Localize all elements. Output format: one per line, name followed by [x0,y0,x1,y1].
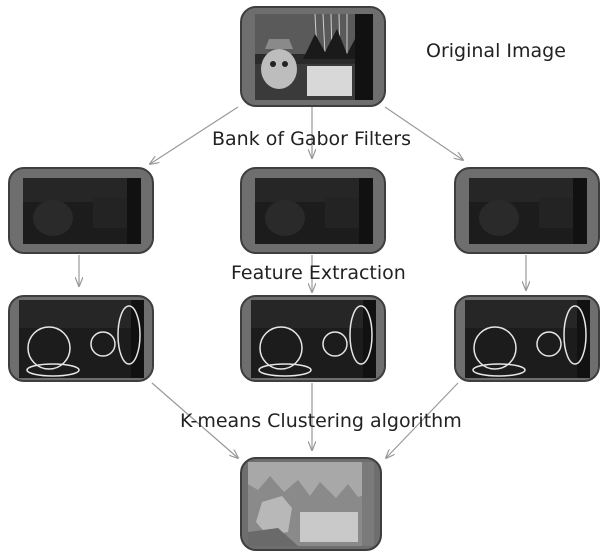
filter-response-image [23,178,141,244]
filter-response-image [469,178,587,244]
feature-ellipse-bottom [26,363,80,377]
feature-circle [259,326,303,370]
feature-ellipse-bottom [472,363,526,377]
arrow-original-to-filter-left [150,106,239,164]
label-gabor-filters: Bank of Gabor Filters [212,128,411,150]
feature-circle-small [322,331,348,357]
feature-map-center [240,295,386,382]
filter-response-image [255,178,373,244]
filter-response-right [454,167,600,254]
feature-map-right [454,295,600,382]
clustered-image [248,462,374,546]
original-image-frame [240,6,386,107]
feature-circle [27,326,71,370]
feature-circle [473,326,517,370]
feature-ellipse-bottom [258,363,312,377]
feature-map-image [251,300,376,378]
filter-response-left [8,167,154,254]
feature-ellipse-tall [117,305,141,365]
arrow-feature-left-to-cluster [151,382,238,458]
feature-map-left [8,295,154,382]
arrow-feature-right-to-cluster [386,382,459,458]
arrow-original-to-filter-right [384,106,463,160]
feature-map-image [19,300,144,378]
label-feature-extraction: Feature Extraction [231,262,406,284]
label-kmeans-clustering: K-means Clustering algorithm [180,410,462,432]
label-original-image: Original Image [426,40,566,62]
original-image [255,14,373,100]
filter-response-center [240,167,386,254]
feature-ellipse-tall [349,305,373,365]
feature-circle-small [90,331,116,357]
feature-ellipse-tall [563,305,587,365]
feature-circle-small [536,331,562,357]
clustered-image-frame [240,457,382,551]
feature-map-image [465,300,590,378]
